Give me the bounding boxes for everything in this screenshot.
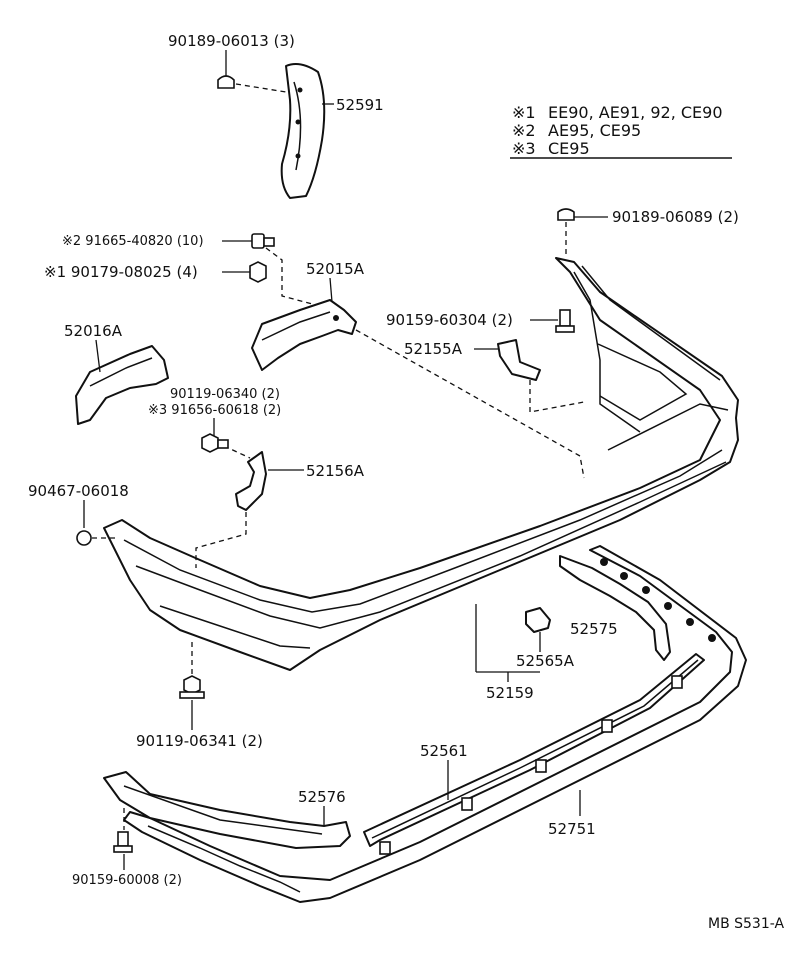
lead-52016a: [95, 339, 101, 373]
clip-90189-06089: [557, 208, 575, 221]
label-52016a: 52016A: [64, 322, 123, 340]
label-rivet-90159-60304: 90159-60304 (2): [386, 311, 513, 329]
reference-code: MB S531-A: [708, 916, 784, 932]
bolt-90119-06341: [179, 642, 205, 699]
bracket-52156a: [235, 451, 267, 511]
label-52155a: 52155A: [404, 340, 463, 358]
label-52565a: 52565A: [516, 652, 575, 670]
dash-fasteners-to-retainer: [265, 247, 321, 307]
label-clip-90189-06089: 90189-06089 (2): [612, 208, 739, 226]
clip-90189-06013: [217, 75, 287, 93]
legend-row-3-text: CE95: [548, 139, 590, 158]
label-52015a: 52015A: [306, 260, 365, 278]
mud-guard-52591: [280, 63, 326, 199]
dash-retainer-to-cover: [355, 329, 585, 479]
molding-52561: [363, 653, 705, 855]
label-52159: 52159: [486, 684, 534, 702]
legend-row-1-mark: ※1: [512, 103, 536, 122]
label-nut-90179-08025: ※1 90179-08025 (4): [44, 263, 198, 281]
label-screw-90467-06018: 90467-06018: [28, 482, 129, 500]
legend-row-3-mark: ※3: [512, 139, 536, 158]
bumper-cover: [103, 257, 739, 671]
clip-52565a: [525, 607, 551, 633]
label-52751: 52751: [548, 820, 596, 838]
screw-90467-06018: [76, 530, 118, 546]
bolt-91665-40820: [251, 233, 275, 249]
rivet-90159-60304: [555, 309, 575, 333]
legend: ※1 EE90, AE91, 92, CE90 ※2 AE95, CE95 ※3…: [510, 103, 732, 159]
label-bolt-90119-06341: 90119-06341 (2): [136, 732, 263, 750]
reinforcement-52576: [103, 771, 351, 849]
label-bolt-91656-60618: ※3 91656-60618 (2): [148, 403, 281, 418]
label-clip-90189-06013: 90189-06013 (3): [168, 32, 295, 50]
legend-row-2-mark: ※2: [512, 121, 536, 140]
extension-52575: [559, 555, 671, 661]
label-52591: 52591: [336, 96, 384, 114]
label-52156a: 52156A: [306, 462, 365, 480]
energy-absorber-52751: [123, 545, 747, 903]
nut-90179-08025: [249, 261, 267, 283]
lead-52015a: [329, 277, 333, 303]
retainer-52015a: [251, 299, 357, 371]
bracket-52159: [475, 604, 540, 682]
bolt-90119-06340: [201, 433, 229, 453]
legend-row-2-text: AE95, CE95: [548, 121, 641, 140]
dash-52156a-to-cover: [195, 512, 247, 568]
label-52561: 52561: [420, 742, 468, 760]
fastener-90159-60008: [113, 808, 133, 853]
label-bolt-91665-40820: ※2 91665-40820 (10): [62, 234, 204, 249]
label-52575: 52575: [570, 620, 618, 638]
retainer-52016a: [75, 345, 169, 425]
label-52576: 52576: [298, 788, 346, 806]
dash-52155a: [529, 380, 585, 413]
bracket-52155a: [497, 339, 541, 381]
label-fastener-90159-60008: 90159-60008 (2): [72, 873, 182, 888]
legend-row-1-text: EE90, AE91, 92, CE90: [548, 103, 723, 122]
label-bolt-90119-06340: 90119-06340 (2): [170, 387, 280, 402]
